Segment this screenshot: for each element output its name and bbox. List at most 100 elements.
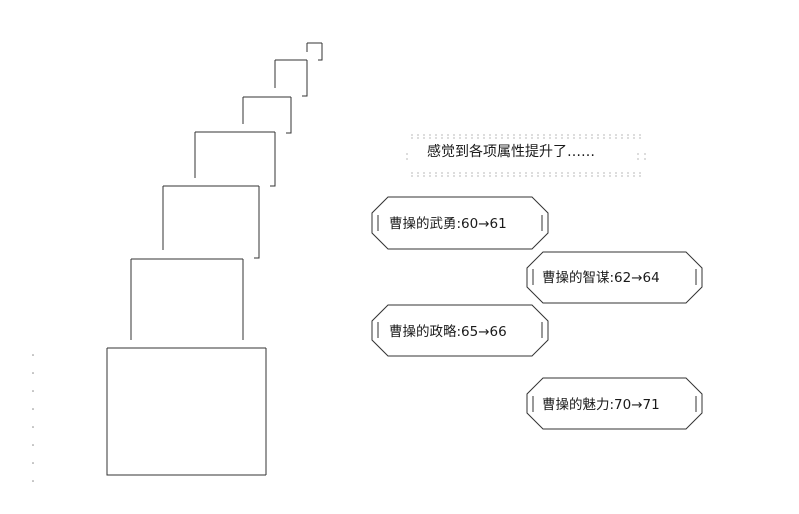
dot (447, 172, 449, 174)
dot (537, 137, 539, 139)
dot (609, 172, 611, 174)
dot (633, 134, 635, 136)
dot (573, 172, 575, 174)
dot (585, 172, 587, 174)
dot (441, 134, 443, 136)
dot (417, 137, 419, 139)
dot (525, 172, 527, 174)
stat-frame-bars (377, 215, 697, 412)
dot (459, 172, 461, 174)
dot (507, 175, 509, 177)
dot (465, 137, 467, 139)
dot (435, 172, 437, 174)
dot (525, 175, 527, 177)
dot (477, 137, 479, 139)
dot (459, 134, 461, 136)
box-6 (130, 258, 244, 340)
dot (417, 175, 419, 177)
box-7 (106, 347, 267, 476)
stat-change-meili: 曹操的魅力:70→71 (542, 397, 660, 413)
dot (621, 172, 623, 174)
dot (483, 134, 485, 136)
dot (579, 134, 581, 136)
dot (417, 172, 419, 174)
dot (537, 172, 539, 174)
dot (621, 137, 623, 139)
dot (459, 137, 461, 139)
dot (435, 175, 437, 177)
dot (543, 172, 545, 174)
box-3 (242, 96, 292, 134)
dot (549, 134, 551, 136)
dot (543, 137, 545, 139)
dot (591, 172, 593, 174)
dot (489, 172, 491, 174)
dot (471, 175, 473, 177)
dot (465, 175, 467, 177)
dot (573, 134, 575, 136)
notice-dotted-frame (406, 134, 646, 177)
dot (579, 172, 581, 174)
dot (639, 175, 641, 177)
dot (495, 175, 497, 177)
dot (561, 137, 563, 139)
dot (501, 134, 503, 136)
dot (411, 134, 413, 136)
dot (453, 134, 455, 136)
dot (447, 137, 449, 139)
dot (567, 172, 569, 174)
dot (615, 134, 617, 136)
dot (489, 175, 491, 177)
dot (555, 172, 557, 174)
dot (591, 134, 593, 136)
dot (495, 137, 497, 139)
dot (639, 137, 641, 139)
dot (411, 172, 413, 174)
dot (585, 134, 587, 136)
box-stack (106, 42, 323, 476)
dot (567, 175, 569, 177)
dot (441, 175, 443, 177)
dot (429, 134, 431, 136)
dot (507, 137, 509, 139)
dot (477, 172, 479, 174)
dot (429, 175, 431, 177)
dot (519, 134, 521, 136)
dot (513, 137, 515, 139)
dot (637, 153, 639, 155)
stat-frame-2 (371, 304, 549, 357)
dot (453, 137, 455, 139)
dot (549, 137, 551, 139)
dot (531, 134, 533, 136)
dot (567, 137, 569, 139)
dot (411, 137, 413, 139)
stat-frames (371, 196, 703, 430)
dot (591, 137, 593, 139)
dot (537, 175, 539, 177)
dot (633, 175, 635, 177)
dot (561, 172, 563, 174)
dot (429, 172, 431, 174)
dot (525, 137, 527, 139)
dot (471, 137, 473, 139)
dot (423, 134, 425, 136)
box-1 (306, 42, 323, 61)
dot (555, 137, 557, 139)
dot (549, 172, 551, 174)
dot (513, 175, 515, 177)
dot (603, 134, 605, 136)
dot (519, 172, 521, 174)
dot (615, 137, 617, 139)
dot (453, 175, 455, 177)
dot (633, 137, 635, 139)
box-5 (162, 185, 260, 259)
dot (447, 175, 449, 177)
dot (621, 175, 623, 177)
dot (471, 134, 473, 136)
dot (459, 175, 461, 177)
dot (579, 175, 581, 177)
box-4 (194, 131, 276, 187)
dot (525, 134, 527, 136)
dot (603, 175, 605, 177)
